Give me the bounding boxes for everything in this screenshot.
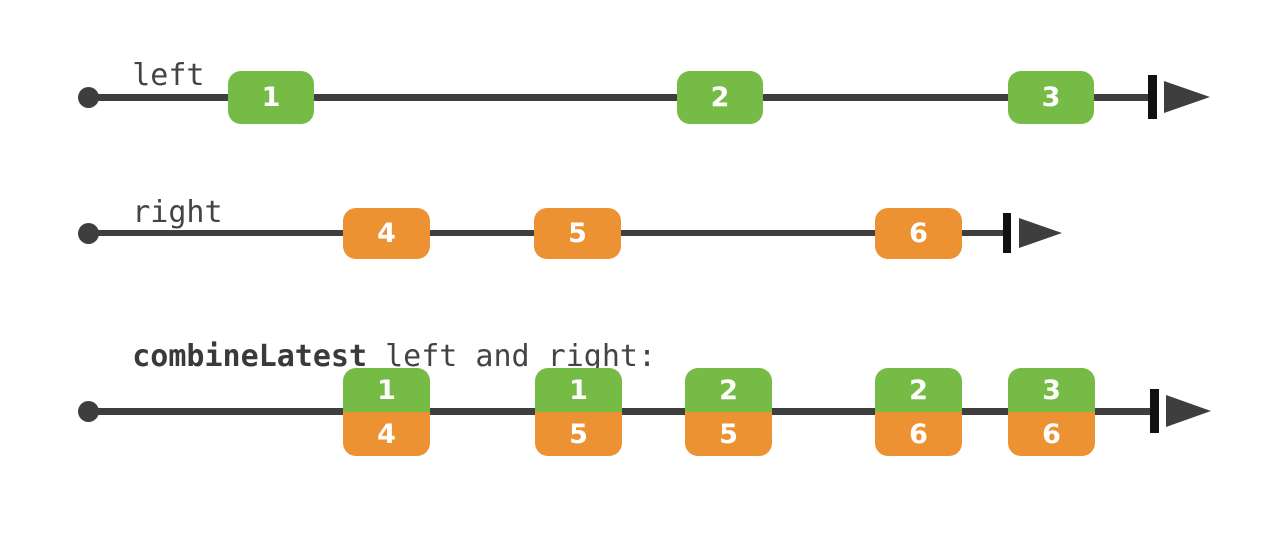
marble-combined-3-6-bottom: 6 <box>1008 412 1095 456</box>
completion-marker-combined <box>1150 389 1159 433</box>
timeline-start-dot-combined <box>78 401 99 422</box>
marble-combined-3-6-bottom-value: 6 <box>1042 418 1061 450</box>
marble-combined-2-6-top-value: 2 <box>909 374 928 406</box>
arrow-head-right <box>1019 218 1062 248</box>
marble-right-4[interactable]: 4 <box>343 208 430 259</box>
marble-combined-2-5-top: 2 <box>685 368 772 412</box>
marble-right-5[interactable]: 5 <box>534 208 621 259</box>
marble-left-3[interactable]: 3 <box>1008 71 1094 124</box>
arrow-head-left <box>1164 81 1210 113</box>
operator-name: combineLatest <box>132 339 368 374</box>
timeline-start-dot-right <box>78 223 99 244</box>
marble-combined-1-5[interactable]: 1 5 <box>535 368 622 456</box>
marble-right-6-value: 6 <box>909 218 928 249</box>
marble-combined-2-5[interactable]: 2 5 <box>685 368 772 456</box>
marble-combined-1-4-bottom: 4 <box>343 412 430 456</box>
marble-left-1-value: 1 <box>261 82 281 113</box>
row-label-right: right <box>60 168 223 258</box>
arrow-head-combined <box>1166 395 1211 427</box>
row-label-combined-rest: left and right: <box>367 339 657 374</box>
marble-combined-2-6-bottom: 6 <box>875 412 962 456</box>
marble-combined-3-6-top: 3 <box>1008 368 1095 412</box>
marble-combined-2-5-bottom-value: 5 <box>719 418 738 450</box>
marble-combined-2-5-bottom: 5 <box>685 412 772 456</box>
marble-right-4-value: 4 <box>377 218 396 249</box>
marble-combined-1-5-bottom-value: 5 <box>569 418 588 450</box>
marble-left-1[interactable]: 1 <box>228 71 314 124</box>
marble-right-5-value: 5 <box>568 218 587 249</box>
marble-combined-3-6[interactable]: 3 6 <box>1008 368 1095 456</box>
marble-combined-3-6-top-value: 3 <box>1042 374 1061 406</box>
marble-left-3-value: 3 <box>1041 82 1061 113</box>
marble-left-2[interactable]: 2 <box>677 71 763 124</box>
marble-left-2-value: 2 <box>710 82 730 113</box>
row-label-right-text: right <box>132 195 223 230</box>
marble-combined-2-6[interactable]: 2 6 <box>875 368 962 456</box>
marble-combined-2-6-bottom-value: 6 <box>909 418 928 450</box>
marble-combined-1-4-top-value: 1 <box>377 374 396 406</box>
timeline-line-left <box>88 94 1152 101</box>
marble-combined-2-6-top: 2 <box>875 368 962 412</box>
marble-combined-1-5-bottom: 5 <box>535 412 622 456</box>
row-label-left-text: left <box>132 58 205 93</box>
timeline-start-dot-left <box>78 87 99 108</box>
marble-combined-1-4[interactable]: 1 4 <box>343 368 430 456</box>
completion-marker-left <box>1148 75 1157 119</box>
marble-combined-1-4-bottom-value: 4 <box>377 418 396 450</box>
row-label-left: left <box>60 31 205 121</box>
marble-right-6[interactable]: 6 <box>875 208 962 259</box>
marble-combined-1-5-top-value: 1 <box>569 374 588 406</box>
row-label-combined: combineLatest left and right: <box>60 312 656 402</box>
marble-combined-1-4-top: 1 <box>343 368 430 412</box>
timeline-line-combined <box>88 408 1158 415</box>
marble-combined-1-5-top: 1 <box>535 368 622 412</box>
marble-combined-2-5-top-value: 2 <box>719 374 738 406</box>
completion-marker-right <box>1003 213 1011 253</box>
